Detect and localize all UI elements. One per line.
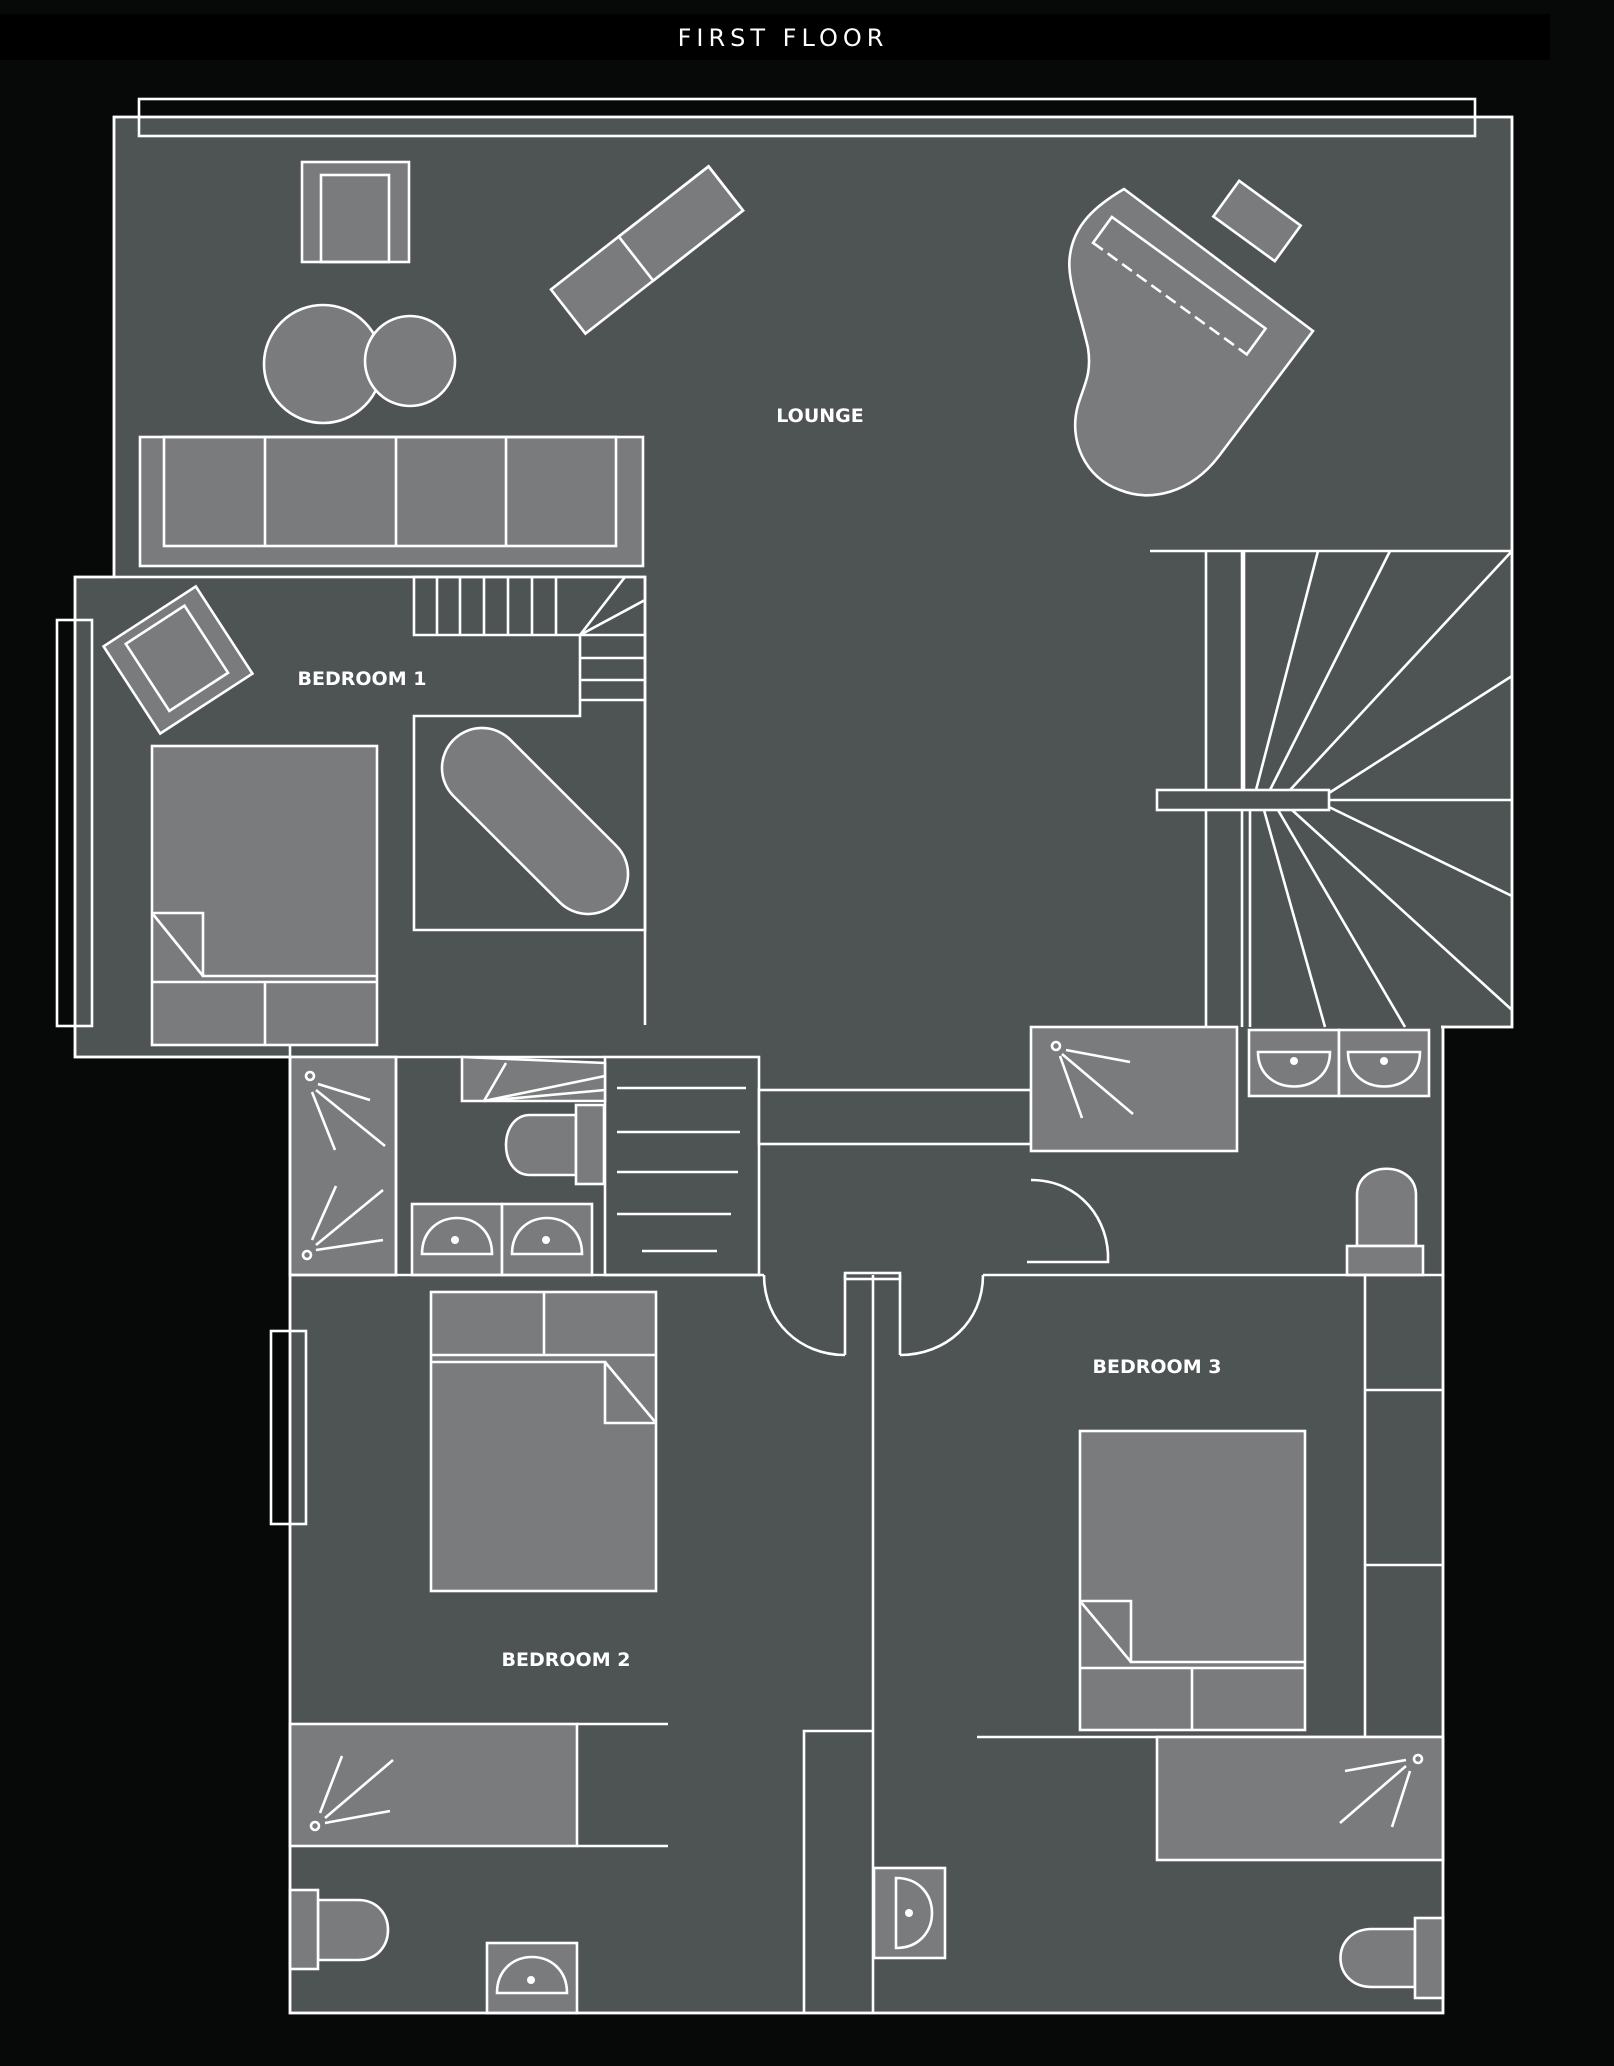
bedroom2-shower: [288, 1722, 579, 1848]
bedroom2-label: BEDROOM 2: [501, 1649, 631, 1671]
bedroom2-window: [269, 1329, 308, 1526]
bedroom3-label: BEDROOM 3: [1092, 1356, 1222, 1378]
hall-basins-left: [410, 1202, 594, 1277]
main-staircase: [1150, 549, 1513, 1028]
hall-door-swing: [1027, 1178, 1110, 1264]
armchair-top: [300, 160, 411, 264]
hall-structure: [288, 1025, 1239, 1277]
bedroom1-armchair: [101, 584, 255, 736]
small-stairs: [460, 1055, 607, 1103]
sofa: [138, 435, 645, 568]
corridor: [757, 1088, 1033, 1146]
shower-left: [288, 1055, 398, 1277]
hall-basins-right: [1247, 1028, 1431, 1098]
bedroom3-shower: [1155, 1735, 1445, 1862]
title-band: [0, 14, 1550, 60]
bedroom3-bed: [1078, 1429, 1307, 1732]
hall-toilet-right: [1345, 1167, 1425, 1277]
bathtub: [440, 726, 630, 916]
bedroom1-stairs: [412, 575, 647, 932]
floor-title: FIRST FLOOR: [677, 24, 889, 52]
bedroom2-bath: [288, 1722, 873, 2015]
bedroom1-label: BEDROOM 1: [297, 668, 427, 690]
grand-piano: [1068, 187, 1315, 497]
bedroom2-bed: [429, 1290, 658, 1593]
hall-shower-right: [1029, 1025, 1239, 1153]
lounge-label: LOUNGE: [776, 405, 864, 427]
hall-toilet: [504, 1103, 606, 1186]
outer-walls: [73, 115, 1514, 2015]
piano-keys: [1091, 215, 1268, 357]
piano-bench: [1211, 179, 1303, 263]
bedroom1-bed: [150, 744, 379, 1047]
bedroom3-wardrobe: [1363, 1275, 1443, 1737]
daybed: [549, 164, 745, 336]
side-tables: [262, 303, 457, 425]
bedroom3-bath: [872, 1735, 1445, 2000]
shower-heads: [301, 1040, 1134, 1261]
